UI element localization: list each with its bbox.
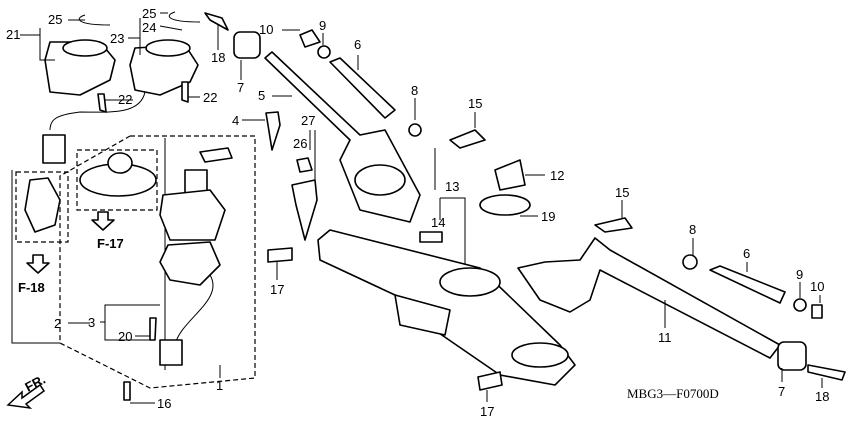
diagram-code: MBG3—F0700D	[627, 386, 719, 401]
callout-7: 7	[237, 80, 244, 95]
callout-17: 17	[480, 404, 494, 419]
callout-19: 19	[541, 209, 555, 224]
callout-10: 10	[810, 279, 824, 294]
callout-8: 8	[689, 222, 696, 237]
keys	[265, 111, 318, 241]
callout-labels: 25 21 25 24 23 18 10 9 6 7 5 8 22 22 4 2…	[6, 6, 829, 419]
callout-25: 25	[142, 6, 156, 21]
callout-22: 22	[118, 92, 132, 107]
callout-27: 27	[301, 113, 315, 128]
callout-14: 14	[431, 215, 445, 230]
bracket-2	[11, 170, 60, 344]
left-switch-housing	[42, 39, 199, 164]
callout-10: 10	[259, 22, 273, 37]
callout-2: 2	[54, 316, 61, 331]
callout-21: 21	[6, 27, 20, 42]
ref-f17: F-17	[97, 236, 124, 251]
seat-lock	[24, 177, 61, 233]
callout-13: 13	[445, 179, 459, 194]
ref-arrow-f18	[26, 254, 50, 274]
fuel-cap-box	[76, 149, 158, 211]
kit-outline-1	[59, 135, 256, 389]
ref-arrow-f17	[91, 211, 115, 231]
callout-12: 12	[550, 168, 564, 183]
callout-18: 18	[211, 50, 225, 65]
callout-7: 7	[778, 384, 785, 399]
callout-20: 20	[118, 329, 132, 344]
left-handlebar	[233, 29, 422, 223]
front-arrow-icon	[6, 383, 46, 410]
clips	[78, 11, 229, 113]
leader-lines	[20, 12, 823, 404]
callout-1: 1	[216, 378, 223, 393]
callout-4: 4	[232, 113, 239, 128]
callout-15: 15	[468, 96, 482, 111]
callout-24: 24	[142, 20, 156, 35]
callout-17: 17	[270, 282, 284, 297]
callout-11: 11	[658, 330, 672, 345]
callout-8: 8	[411, 83, 418, 98]
callout-25: 25	[48, 12, 62, 27]
callout-6: 6	[743, 246, 750, 261]
callout-9: 9	[319, 18, 326, 33]
callout-26: 26	[293, 136, 307, 151]
top-bridge	[267, 129, 576, 391]
callout-22: 22	[203, 90, 217, 105]
ref-f18: F-18	[18, 280, 45, 295]
callout-3: 3	[88, 315, 95, 330]
callout-23: 23	[110, 31, 124, 46]
callout-9: 9	[796, 267, 803, 282]
callout-18: 18	[815, 389, 829, 404]
right-handlebar	[517, 217, 846, 381]
callout-5: 5	[258, 88, 265, 103]
callout-16: 16	[157, 396, 171, 411]
callout-6: 6	[354, 37, 361, 52]
callout-15: 15	[615, 185, 629, 200]
seat-lock-box	[15, 171, 69, 243]
ignition-switch	[79, 147, 233, 401]
